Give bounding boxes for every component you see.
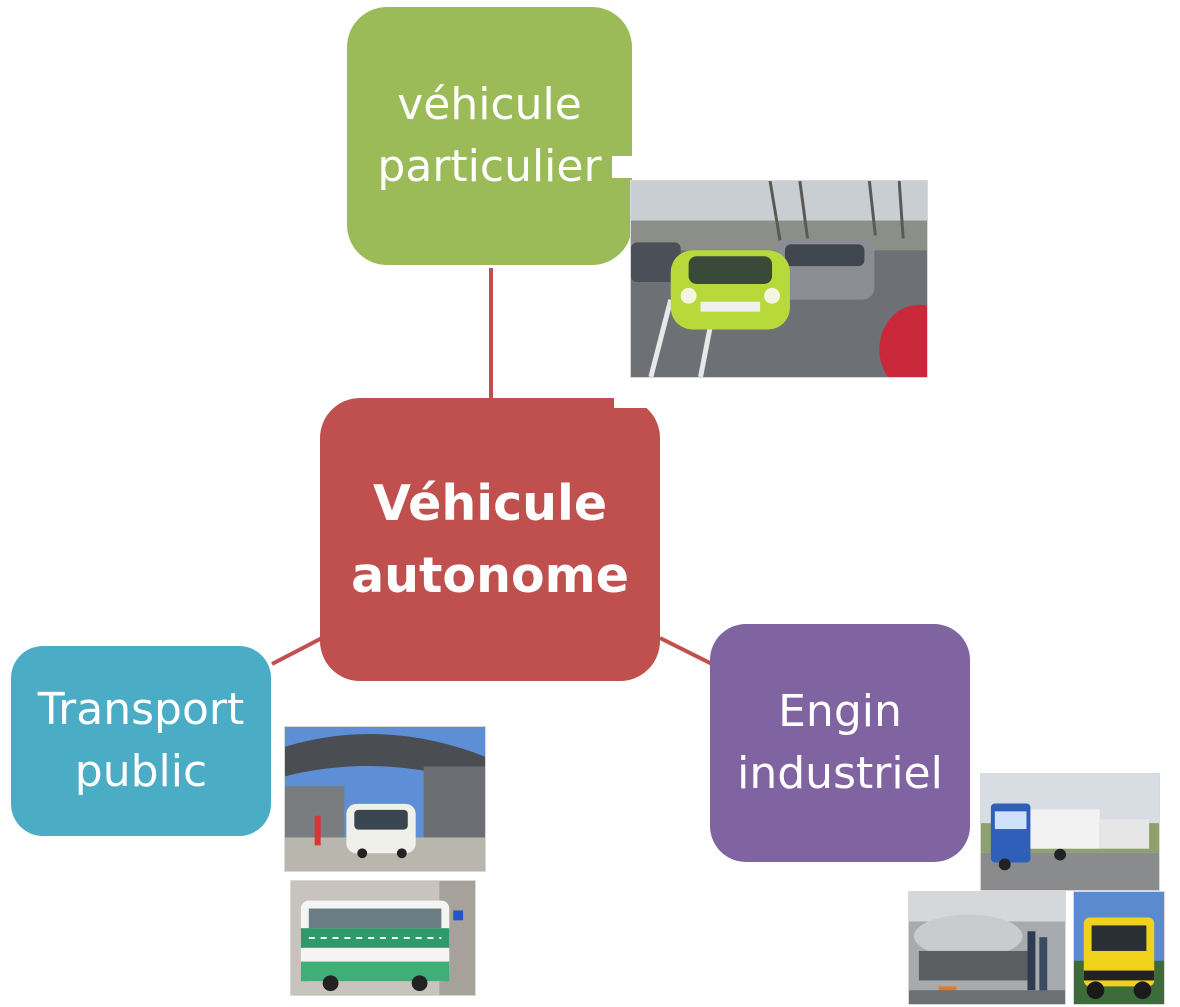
branch-label-line2: particulier: [377, 141, 602, 192]
yellow-vehicle-photo: [1073, 891, 1165, 1005]
bus-photo: [290, 880, 476, 996]
branch-label-line2: public: [74, 746, 208, 797]
connector-right: [659, 636, 713, 666]
branch-label-line1: Engin: [778, 686, 902, 738]
branch-label-line1: véhicule: [397, 79, 582, 131]
center-label-line2: autonome: [351, 546, 629, 604]
node-notch: [612, 156, 634, 178]
center-node-vehicule-autonome: Véhicule autonome: [320, 398, 660, 681]
car-photo: [630, 180, 928, 378]
truck-photo: [980, 773, 1160, 891]
center-label-line1: Véhicule: [372, 475, 608, 533]
branch-node-vehicule-particulier: véhicule particulier: [347, 7, 632, 265]
branch-node-transport-public: Transport public: [11, 646, 271, 836]
branch-node-engin-industriel: Engin industriel: [710, 624, 970, 862]
tanker-photo: [908, 891, 1066, 1005]
node-notch: [614, 394, 662, 408]
shuttle-photo: [284, 726, 486, 872]
branch-label-line2: industriel: [737, 748, 943, 799]
connector-left: [271, 636, 323, 666]
branch-label-line1: Transport: [37, 684, 245, 736]
